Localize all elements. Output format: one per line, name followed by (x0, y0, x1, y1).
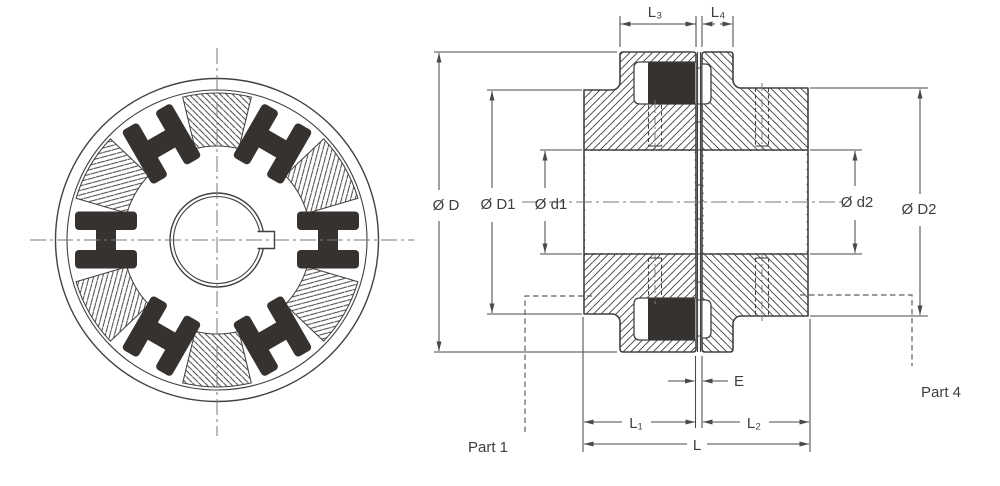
part4-callout: Part 4 (800, 294, 961, 401)
dim-label-D1: Ø D1 (480, 196, 515, 213)
right-bore-edges (702, 149, 808, 255)
dim-label-D2: Ø D2 (901, 201, 936, 218)
dim-label-L4: L₄ (711, 4, 725, 21)
h-insert (122, 104, 201, 184)
h-insert (75, 211, 137, 269)
right-set-screw-holes (754, 83, 770, 321)
dim-D1: Ø D1 (480, 89, 582, 315)
dim-d2: Ø d2 (810, 149, 874, 255)
dim-label-E: E (734, 373, 744, 390)
dim-label-L2: L₂ (747, 415, 761, 432)
dim-L3: L₃ (619, 4, 697, 47)
h-insert (297, 211, 359, 269)
part4-label: Part 4 (921, 384, 961, 401)
dim-L4: L₄ (701, 4, 734, 47)
jaw-sector (75, 138, 150, 214)
part1-label: Part 1 (468, 439, 508, 456)
hatched-jaw-sectors (75, 92, 359, 388)
h-insert (233, 296, 312, 376)
front-view (30, 48, 414, 436)
left-insert-top (648, 62, 695, 104)
jaw-sector (284, 266, 359, 342)
h-elastomer-inserts (75, 104, 359, 376)
left-insert-bottom (648, 298, 695, 340)
dim-label-d2: Ø d2 (841, 194, 874, 211)
h-insert (233, 104, 312, 184)
jaw-sector (284, 138, 359, 214)
dim-label-L3: L₃ (648, 4, 662, 21)
left-set-screw-holes (647, 100, 663, 304)
dimensions: L₃ L₄ Ø D Ø D1 Ø d1 (433, 4, 961, 456)
dim-label-D: Ø D (433, 197, 460, 214)
left-bore-edges (584, 149, 696, 255)
dim-L1: L₁ (582, 317, 696, 452)
section-view (522, 51, 846, 353)
jaw-sector (75, 266, 150, 342)
dim-E: E (668, 356, 744, 428)
dim-L2: L₂ (702, 319, 811, 452)
dim-label-d1: Ø d1 (535, 196, 568, 213)
dim-L: L (583, 437, 810, 454)
dim-D2: Ø D2 (810, 87, 937, 317)
dim-d1: Ø d1 (535, 149, 582, 255)
right-pocket-top (702, 63, 712, 105)
h-insert (122, 296, 201, 376)
part1-callout: Part 1 (468, 295, 592, 456)
jaw-sector (182, 92, 252, 150)
right-pocket-bottom (702, 299, 712, 339)
dim-D: Ø D (433, 51, 617, 353)
dim-label-L1: L₁ (629, 415, 642, 432)
dim-label-L: L (693, 437, 701, 454)
